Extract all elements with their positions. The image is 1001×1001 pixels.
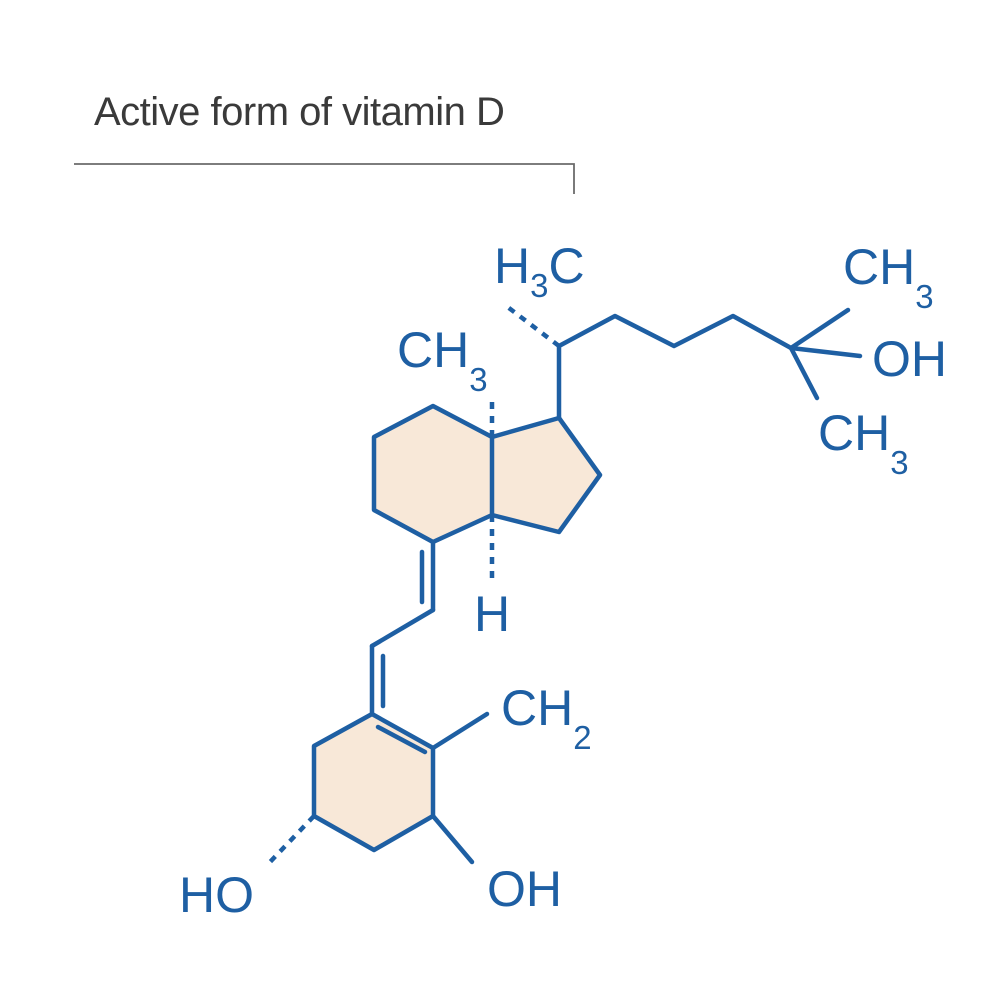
linker-single-bond — [369, 607, 436, 649]
ring-a-fill — [314, 714, 433, 850]
ring-junction-h-label: H — [474, 586, 510, 642]
ring-c-fill — [374, 406, 492, 542]
bottom-oh-bond — [430, 813, 475, 865]
side-chain-hashed-bond — [503, 303, 561, 348]
hydroxyl-right-label: OH — [872, 331, 947, 387]
side-chain-oh-bond — [788, 345, 863, 359]
hydroxyl-bottom-label: OH — [487, 861, 562, 917]
methylene-label: CH2 — [501, 680, 592, 756]
left-oh-hashed-bond — [268, 814, 316, 864]
hydroxyl-left-label: HO — [179, 867, 254, 923]
ring-d-fill — [492, 418, 600, 532]
methyl-bottom-right-label: CH3 — [818, 405, 909, 481]
angular-methyl-label: CH3 — [397, 322, 488, 398]
diagram-title: Active form of vitamin D — [94, 90, 505, 134]
side-chain-bonds — [556, 307, 851, 421]
side-chain-methyl-label: H3C — [494, 238, 585, 304]
methyl-top-right-label: CH3 — [843, 239, 934, 315]
title-bracket — [74, 163, 575, 194]
ring-d-bonds — [489, 415, 603, 535]
ring-a-inner-line — [375, 724, 428, 755]
methylene-bond — [430, 711, 490, 751]
side-chain-lower-methyl-bond — [788, 345, 820, 401]
